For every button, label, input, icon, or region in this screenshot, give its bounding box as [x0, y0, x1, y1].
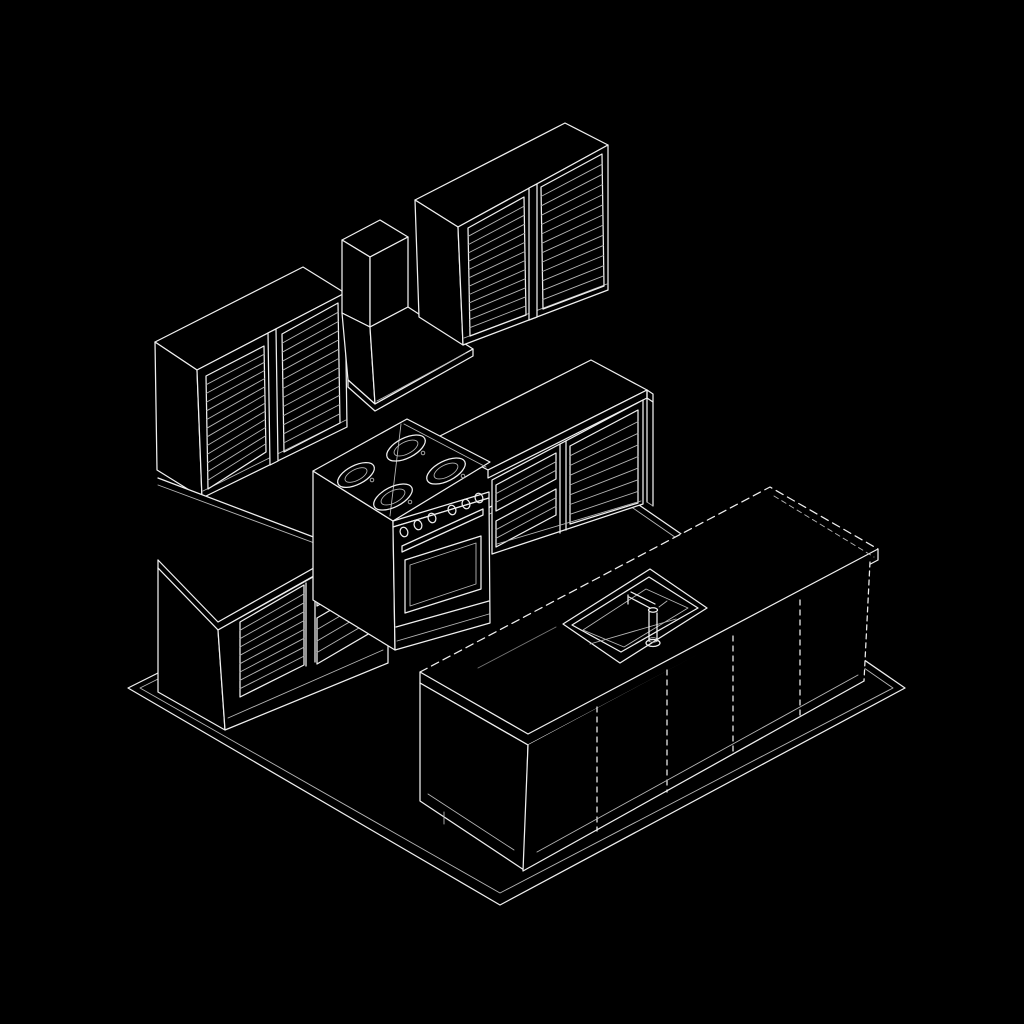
hood-rim-inner-line — [376, 352, 467, 402]
cooktop-burner — [373, 483, 413, 511]
door-louver-slats — [569, 421, 639, 515]
faucet-neck — [647, 607, 659, 613]
louvered-door — [569, 409, 639, 525]
faucet-column — [648, 611, 658, 642]
cooktop-center-seam — [389, 423, 402, 517]
faucet — [627, 591, 668, 648]
door-louver-slats — [205, 353, 267, 481]
sink-basin-bottom — [582, 588, 689, 648]
door-louver-slats — [239, 593, 305, 690]
island-toe-kick-line — [536, 674, 859, 853]
range-control-knobs — [399, 492, 484, 538]
drawer-slats — [495, 461, 557, 503]
base-cabinet-left — [157, 477, 391, 731]
cabinet-center-stile — [267, 328, 279, 466]
louvered-door — [540, 153, 605, 310]
countertop-reflection-line — [477, 626, 557, 669]
cooktop-burner — [386, 434, 426, 462]
door-louver-slats — [540, 163, 605, 301]
sink-basin-crease — [589, 618, 677, 645]
louvered-door — [281, 302, 341, 453]
storage-drawer-line — [396, 613, 490, 642]
range-hood — [341, 219, 474, 412]
range — [312, 418, 491, 651]
oven-door-window — [404, 535, 482, 614]
counter-end-cap — [646, 389, 654, 403]
louvered-door — [205, 345, 267, 490]
door-louver-slats — [281, 311, 341, 444]
cooktop-burner — [337, 461, 375, 489]
sink-inner-rim — [571, 576, 699, 653]
wall-cabinet-left — [154, 266, 348, 499]
island-band-back-line — [773, 495, 875, 558]
oven-window-inner — [409, 542, 477, 607]
island-right-corner-edge — [863, 561, 871, 682]
louvered-door — [467, 196, 527, 337]
wall-cabinet-right — [414, 122, 609, 346]
end-panel-edges — [646, 397, 654, 507]
kitchen-island — [419, 486, 879, 872]
base-cabinet-right — [431, 359, 654, 555]
counter-top-face — [158, 478, 390, 622]
island-counter-back-edges — [419, 486, 879, 673]
faucet-spout — [628, 591, 656, 609]
faucet-handle — [658, 600, 668, 608]
sink — [562, 568, 708, 664]
toe-kick-line — [496, 500, 642, 545]
island-front-face — [523, 562, 870, 871]
cabinet-stile — [559, 440, 567, 534]
range-front-face — [392, 497, 491, 651]
toe-kick-line — [227, 649, 384, 719]
end-panel-bottom — [646, 501, 654, 507]
island-end-toe-line — [427, 793, 515, 851]
drawer-slats — [495, 497, 557, 539]
cooktop-surface — [312, 418, 491, 522]
island-panel-dividers — [596, 599, 801, 832]
cooktop-burner — [426, 457, 466, 485]
hood-rim-band — [347, 348, 474, 412]
oven-handle — [401, 508, 484, 553]
storage-drawer-seam — [395, 600, 490, 628]
faucet-base — [645, 638, 661, 648]
island-front-face-edges — [522, 680, 865, 872]
cabinet-center-stile — [528, 183, 538, 321]
door-louver-slats — [467, 205, 527, 329]
cooktop-back-rim — [403, 423, 487, 468]
